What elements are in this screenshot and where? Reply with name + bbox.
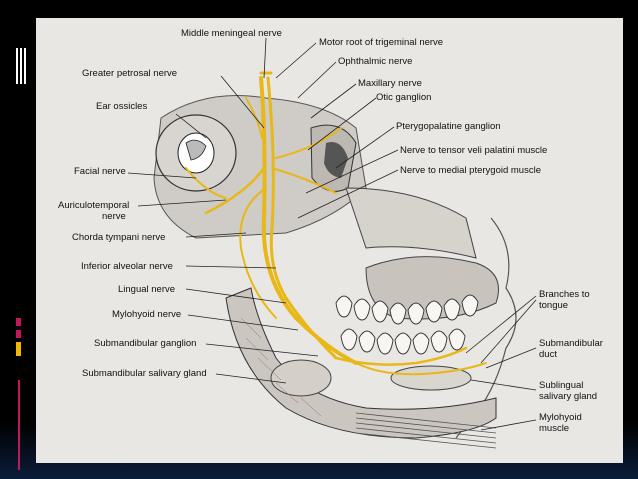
- label-auriculotemporal-line2: nerve: [102, 211, 126, 222]
- label-middle-meningeal-nerve: Middle meningeal nerve: [181, 28, 282, 39]
- label-sublingual-gland-line1: Sublingual: [539, 380, 584, 391]
- decorative-bars: [16, 48, 34, 84]
- label-ear-ossicles: Ear ossicles: [96, 101, 148, 112]
- label-submandibular-duct-line1: Submandibular: [539, 338, 603, 349]
- label-greater-petrosal-nerve: Greater petrosal nerve: [82, 68, 178, 79]
- label-submandibular-ganglion: Submandibular ganglion: [94, 338, 197, 349]
- label-nerve-medial-pterygoid: Nerve to medial pterygoid muscle: [400, 165, 541, 176]
- label-pterygopalatine-ganglion: Pterygopalatine ganglion: [396, 121, 501, 132]
- anatomy-figure: Middle meningeal nerve Motor root of tri…: [36, 18, 623, 463]
- label-motor-root-trigeminal: Motor root of trigeminal nerve: [319, 37, 444, 48]
- label-inferior-alveolar-nerve: Inferior alveolar nerve: [81, 261, 173, 272]
- side-accent-line: [18, 380, 20, 470]
- label-submandibular-salivary-gland: Submandibular salivary gland: [82, 368, 207, 379]
- label-otic-ganglion: Otic ganglion: [376, 92, 432, 103]
- label-lingual-nerve: Lingual nerve: [118, 284, 176, 295]
- label-mylohyoid-muscle-line1: Mylohyoid: [539, 412, 582, 423]
- label-branches-to-tongue-line2: tongue: [539, 300, 569, 311]
- label-facial-nerve: Facial nerve: [74, 166, 126, 177]
- side-color-marks: [16, 318, 24, 468]
- label-chorda-tympani-nerve: Chorda tympani nerve: [72, 232, 166, 243]
- label-nerve-tensor-veli-palatini: Nerve to tensor veli palatini muscle: [400, 145, 548, 156]
- anatomy-illustration: [127, 37, 537, 449]
- label-auriculotemporal-line1: Auriculotemporal: [58, 200, 130, 211]
- label-submandibular-duct-line2: duct: [539, 349, 557, 360]
- label-mylohyoid-muscle-line2: muscle: [539, 423, 570, 434]
- label-maxillary-nerve: Maxillary nerve: [358, 78, 422, 89]
- label-sublingual-gland-line2: salivary gland: [539, 391, 598, 402]
- label-ophthalmic-nerve: Ophthalmic nerve: [338, 56, 413, 67]
- label-mylohyoid-nerve: Mylohyoid nerve: [112, 309, 182, 320]
- label-branches-to-tongue-line1: Branches to: [539, 289, 590, 300]
